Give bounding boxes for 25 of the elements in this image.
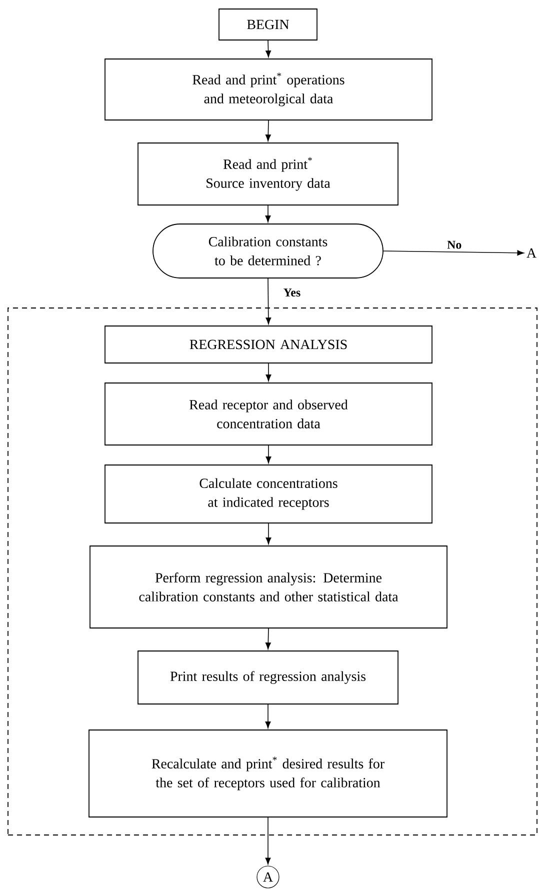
connector-label: A: [526, 248, 536, 258]
dashed-region: [8, 308, 538, 836]
decision-box: Calibration constants to be determined ?: [152, 224, 384, 278]
process-box: Read receptor and observed concentration data: [104, 382, 432, 446]
process-box: Print results of regression analysis: [138, 650, 398, 704]
arrow: [266, 40, 271, 58]
edge-label: No: [447, 240, 462, 249]
process-box: Calculate concentrations at indicated receptors: [104, 464, 432, 524]
process-box: Read and print$^{*}$ operations and meteorolgical data: [104, 58, 432, 120]
start-box: BEGIN: [218, 8, 318, 40]
process-box: Read and print$^{*}$ Source inventory data: [138, 142, 398, 206]
arrow: [265, 704, 271, 728]
arrow: [266, 363, 272, 382]
arrow: [265, 628, 271, 650]
edge-label: Yes: [284, 288, 300, 297]
arrow: [383, 250, 524, 256]
arrow: [266, 445, 272, 464]
arrow: [266, 278, 272, 324]
arrow: [265, 120, 271, 142]
process-box: Perform regression analysis: Determine calibration constants and other statistical data: [90, 546, 448, 628]
arrow: [265, 205, 271, 222]
arrow: [266, 523, 272, 544]
process-box: Recalculate and print$^{*}$ desired results for the set of receptors used for calibration: [88, 730, 448, 818]
arrow: [265, 817, 271, 864]
heading-box: REGRESSION ANALYSIS: [104, 326, 432, 364]
